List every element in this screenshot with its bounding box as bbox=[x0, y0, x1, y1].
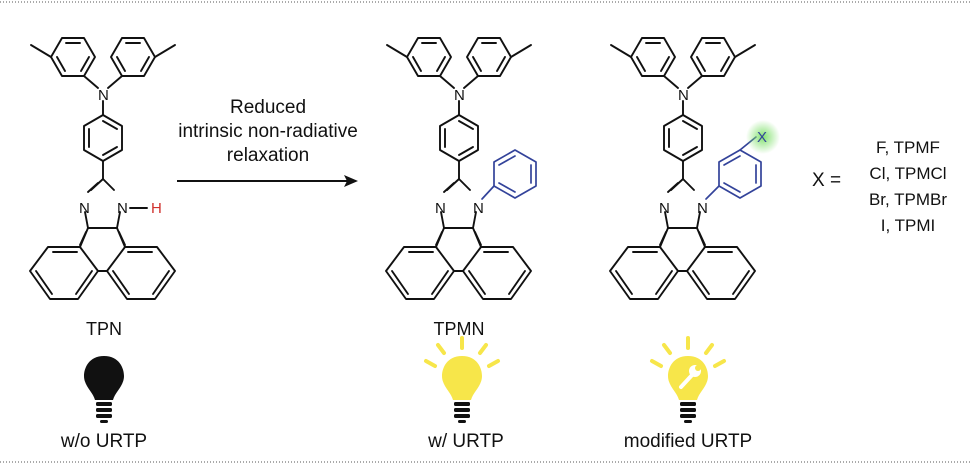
atom-n-amine: N bbox=[454, 87, 465, 104]
condition-line-1: Reduced bbox=[230, 97, 306, 118]
compound-name-tpn: TPN bbox=[86, 319, 122, 339]
caption-modified-urtp: modified URTP bbox=[624, 431, 752, 452]
condition-line-2: intrinsic non-radiative bbox=[178, 121, 358, 142]
halogen-glow bbox=[746, 120, 780, 154]
molecule-tpmn: N N N bbox=[385, 37, 537, 300]
atom-n-imidazole: N bbox=[435, 200, 446, 217]
condition-line-3: relaxation bbox=[227, 145, 309, 166]
atom-h: H bbox=[151, 200, 162, 217]
molecule-tpn: N N N H bbox=[29, 37, 176, 300]
atom-n-amine: N bbox=[678, 87, 689, 104]
atom-n-imidazole: N bbox=[659, 200, 670, 217]
wrench-bulb-icon bbox=[650, 336, 726, 423]
compound-name-tpmn: TPMN bbox=[434, 319, 485, 339]
wrench-icon bbox=[679, 365, 701, 389]
dark-bulb-icon bbox=[84, 356, 124, 423]
atom-nh-imidazole: N bbox=[117, 200, 128, 217]
atom-n-imidazole: N bbox=[79, 200, 90, 217]
substituent-i: I, TPMI bbox=[881, 216, 935, 235]
caption-w-urtp: w/ URTP bbox=[427, 431, 504, 452]
glowing-bulb-icon bbox=[424, 336, 500, 423]
atom-n-amine: N bbox=[98, 87, 109, 104]
atom-x: X bbox=[757, 129, 767, 146]
atom-n-phenyl: N bbox=[473, 200, 484, 217]
reaction-arrow bbox=[177, 175, 358, 187]
substituent-f: F, TPMF bbox=[876, 138, 940, 157]
x-equals-label: X = bbox=[812, 170, 841, 191]
molecule-modified: N N N X bbox=[609, 37, 780, 300]
substituent-cl: Cl, TPMCl bbox=[869, 164, 946, 183]
atom-n-aryl: N bbox=[697, 200, 708, 217]
substituent-br: Br, TPMBr bbox=[869, 190, 947, 209]
caption-wo-urtp: w/o URTP bbox=[60, 431, 147, 452]
